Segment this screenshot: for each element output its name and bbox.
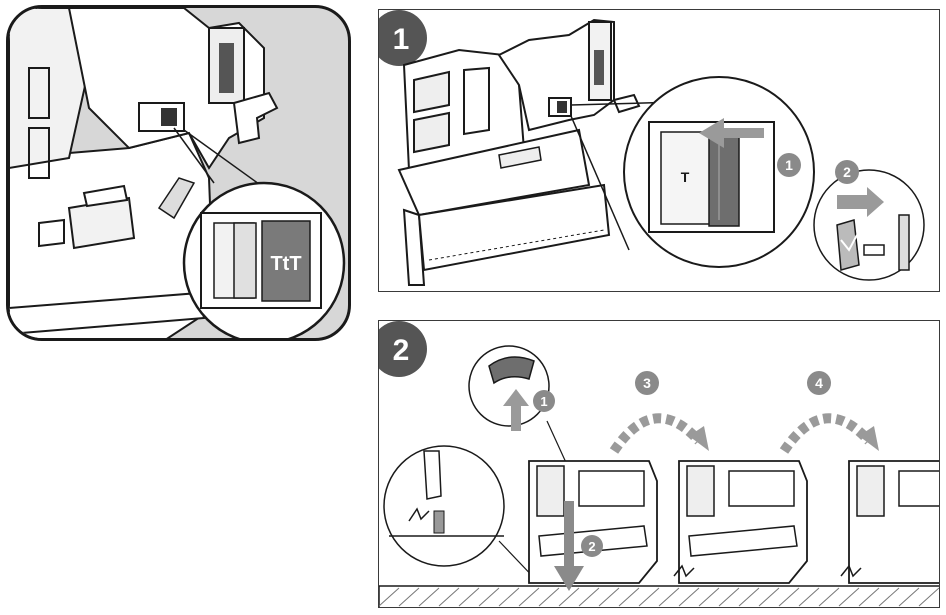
leader-line — [570, 115, 630, 251]
mode-switch-knob — [557, 101, 567, 113]
surface-hatch — [379, 587, 939, 607]
latch-slot — [219, 43, 234, 93]
arc-arrowhead — [859, 426, 879, 451]
motor-panel — [856, 465, 885, 517]
battery-icon — [836, 219, 860, 271]
handle — [728, 470, 795, 507]
side-knob — [38, 218, 65, 248]
contact-tip — [433, 510, 445, 534]
callout-badge — [835, 160, 859, 184]
connector-icon — [863, 244, 885, 256]
side-button — [82, 184, 129, 208]
step-badge — [379, 10, 427, 66]
magazine — [688, 525, 798, 557]
callout-badge — [533, 390, 555, 412]
tool-closeup-illustration: TtT — [9, 8, 346, 338]
nose-magnifier — [383, 445, 505, 567]
nailer-tool — [397, 18, 641, 286]
push-down-arrow — [554, 501, 584, 591]
step-number: 2 — [393, 334, 410, 367]
battery-slot — [594, 50, 604, 85]
arc-arrowhead — [689, 426, 709, 451]
nose-tip — [423, 450, 442, 500]
callout-badge — [581, 535, 603, 557]
step-2-panel: 2 1 — [378, 320, 940, 608]
housing-rib — [463, 66, 490, 136]
leader-line — [173, 127, 215, 184]
body-lower — [397, 128, 591, 217]
step-1-panel: 1 T — [378, 9, 940, 292]
handle — [898, 470, 939, 507]
magnified-switch: TtT — [200, 212, 322, 309]
nailer-position-3 — [848, 460, 939, 584]
trigger-button — [488, 356, 535, 385]
callout-number: 2 — [843, 164, 851, 180]
callout-number: 4 — [815, 375, 823, 391]
callout-badge — [635, 371, 659, 395]
move-arc-arrow — [779, 413, 873, 454]
check-icon — [840, 234, 858, 252]
nailer-position-1 — [528, 460, 658, 584]
mode-switch-knob — [161, 108, 177, 126]
side-button — [498, 146, 542, 169]
step-1-illustration: 1 T — [379, 10, 925, 286]
vent-slots — [157, 177, 196, 220]
impact-icon — [840, 564, 862, 578]
mode-label-text: TtT — [270, 253, 301, 275]
callout-number: 1 — [540, 394, 547, 409]
slide-left-arrow — [699, 118, 764, 148]
nose — [402, 208, 426, 286]
nailer-position-2 — [678, 460, 808, 584]
motor-panel — [686, 465, 715, 517]
press-up-arrow — [503, 389, 529, 431]
slider-letter: T — [681, 169, 690, 185]
grip-ribs — [28, 67, 50, 179]
work-surface — [379, 585, 939, 607]
callout-number: 1 — [785, 157, 793, 173]
callout-number: 2 — [588, 539, 595, 554]
impact-icon — [408, 507, 430, 522]
callout-number: 3 — [643, 375, 651, 391]
step-badge — [379, 321, 427, 377]
impact-icon — [673, 564, 695, 578]
trigger — [232, 91, 279, 145]
strip-icon — [898, 214, 910, 271]
slider-knob — [233, 222, 257, 299]
callout-badge — [807, 371, 831, 395]
callout-badge — [777, 153, 801, 177]
magazine — [417, 183, 611, 272]
handle — [578, 470, 645, 507]
motor-panel — [536, 465, 565, 517]
housing-panels — [413, 70, 450, 154]
side-window — [67, 196, 136, 250]
move-arc-arrow — [609, 413, 703, 454]
mode-label-plate — [261, 220, 311, 302]
magazine-rail — [9, 291, 206, 336]
slide-right-arrow — [837, 187, 884, 217]
step-2-illustration: 2 1 — [379, 321, 939, 607]
closeup-panel: TtT — [6, 5, 351, 341]
step-number: 1 — [393, 23, 410, 56]
